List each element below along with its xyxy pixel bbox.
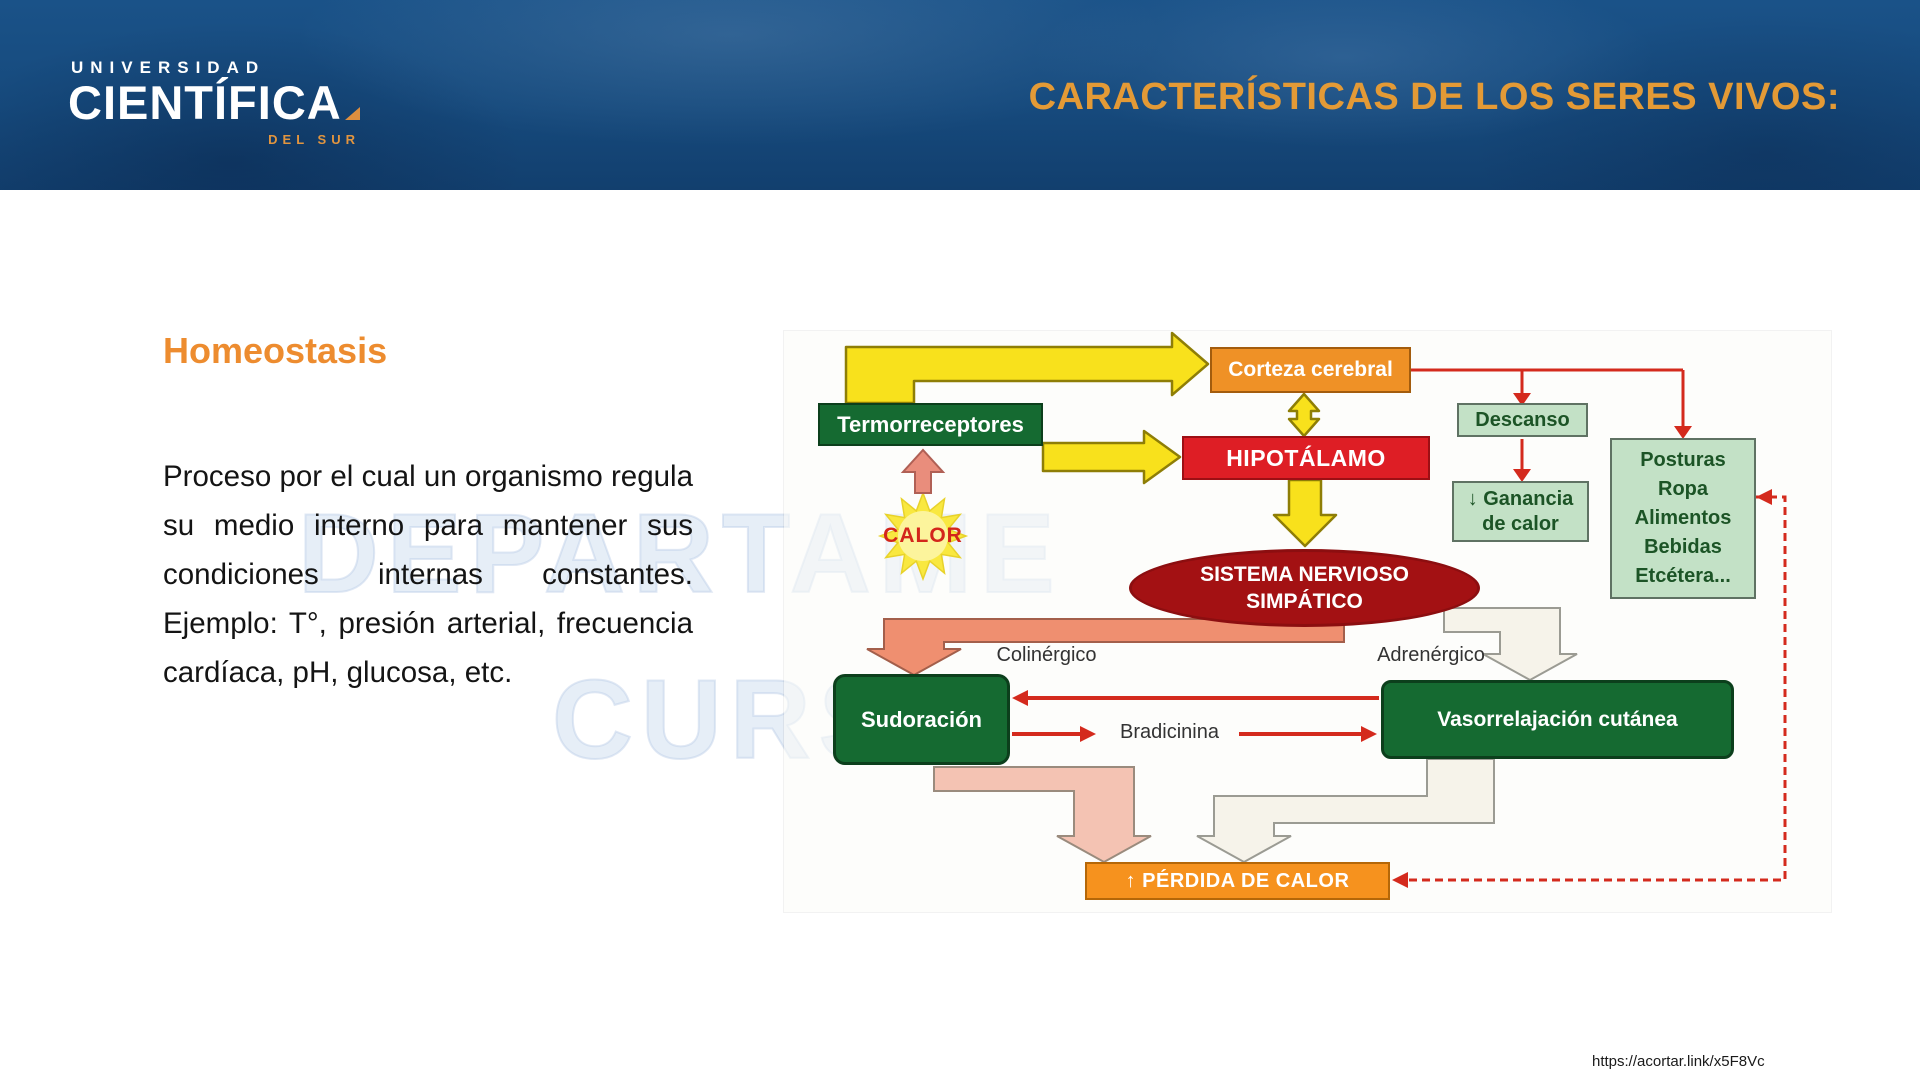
arrow-termo-to-hipotalamo bbox=[1041, 429, 1182, 485]
logo-orange-accent-icon bbox=[345, 106, 360, 120]
diagram-arrows-graphic bbox=[844, 331, 1787, 888]
node-posturas-ropa-alimentos: Posturas Ropa Alimentos Bebidas Etcétera… bbox=[1610, 438, 1756, 599]
line-corteza-branches bbox=[1411, 368, 1685, 469]
node-sudoracion: Sudoración bbox=[833, 674, 1010, 765]
arrowhead-into-posturas-side bbox=[1756, 489, 1772, 505]
sun-center bbox=[898, 511, 948, 561]
arrowhead-bradicinina-mid bbox=[1080, 726, 1096, 742]
arrowhead-to-posturas bbox=[1674, 426, 1692, 439]
arrowhead-to-ganancia bbox=[1513, 469, 1531, 482]
arrow-snc-to-sudoracion bbox=[866, 618, 1345, 677]
body-paragraph: Proceso por el cual un organismo regula … bbox=[163, 460, 693, 689]
logo-line-cientifica: CIENTÍFICA bbox=[68, 76, 360, 129]
source-link[interactable]: https://acortar.link/x5F8Vc bbox=[1592, 1053, 1765, 1070]
logo-line-del-sur: DEL SUR bbox=[268, 131, 360, 147]
university-logo: UNIVERSIDAD CIENTÍFICA DEL SUR bbox=[68, 58, 360, 147]
arrowhead-into-perdida bbox=[1392, 872, 1408, 888]
section-heading: Homeostasis bbox=[163, 330, 388, 371]
label-colinergico: Colinérgico bbox=[996, 644, 1097, 666]
slide-title: CARACTERÍSTICAS DE LOS SERES VIVOS: bbox=[1028, 76, 1840, 118]
header-banner: UNIVERSIDAD CIENTÍFICA DEL SUR CARACTERÍ… bbox=[0, 0, 1920, 190]
arrowhead-into-vaso bbox=[1361, 726, 1377, 742]
label-bradicinina: Bradicinina bbox=[1120, 721, 1219, 743]
node-vasorrelajacion-cutanea: Vasorrelajación cutánea bbox=[1381, 680, 1734, 759]
arrow-sudoracion-to-perdida bbox=[933, 766, 1152, 864]
node-perdida-de-calor: ↑ PÉRDIDA DE CALOR bbox=[1085, 862, 1390, 900]
arrow-corteza-hipotalamo-double bbox=[1287, 392, 1321, 438]
label-calor: CALOR bbox=[883, 524, 963, 547]
node-ganancia-de-calor: ↓ Ganancia de calor bbox=[1452, 481, 1589, 542]
arrow-snc-to-vaso bbox=[1443, 607, 1578, 682]
logo-cientifica-text: CIENTÍFICA bbox=[68, 76, 342, 129]
arrow-hipotalamo-to-snc bbox=[1272, 478, 1338, 548]
thermoregulation-diagram: Termorreceptores Corteza cerebral HIPOTÁ… bbox=[783, 330, 1832, 913]
arrowhead-to-descanso bbox=[1513, 393, 1531, 406]
node-termorreceptores: Termorreceptores bbox=[818, 403, 1043, 446]
node-descanso: Descanso bbox=[1457, 403, 1588, 437]
node-hipotalamo: HIPOTÁLAMO bbox=[1182, 436, 1430, 480]
arrowhead-into-sudoracion bbox=[1012, 690, 1028, 706]
logo-line-universidad: UNIVERSIDAD bbox=[71, 58, 266, 77]
arrow-calor-to-termo bbox=[900, 448, 946, 494]
label-adrenergico: Adrenérgico bbox=[1377, 644, 1485, 666]
arrow-vaso-to-perdida bbox=[1196, 758, 1495, 864]
node-sistema-nervioso-simpatico: SISTEMA NERVIOSO SIMPÁTICO bbox=[1129, 549, 1480, 627]
arrow-termo-to-corteza bbox=[844, 331, 1210, 405]
node-corteza-cerebral: Corteza cerebral bbox=[1210, 347, 1411, 393]
